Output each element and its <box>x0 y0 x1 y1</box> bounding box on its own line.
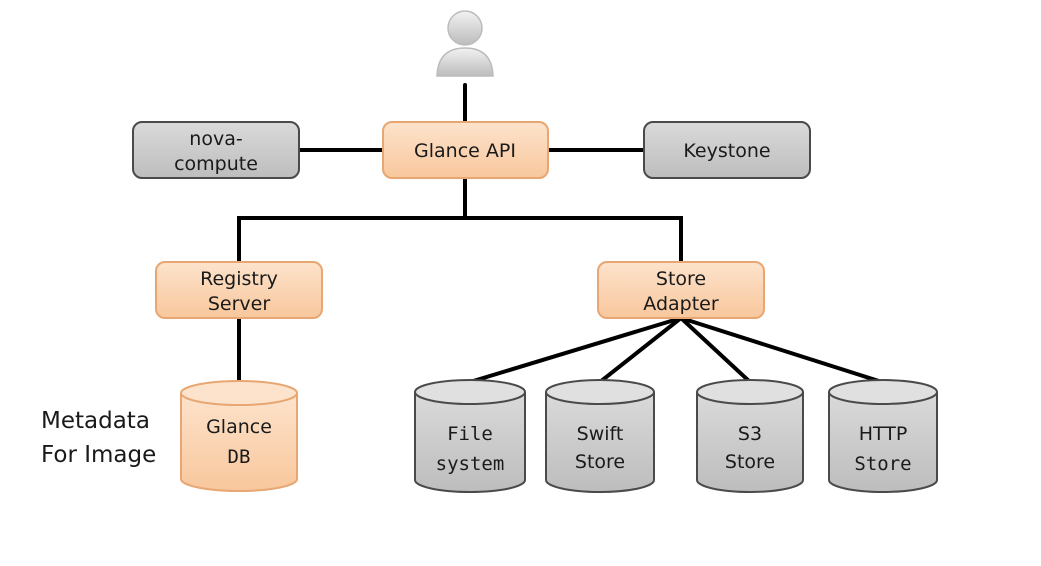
nova-compute-node: nova- compute <box>132 121 300 179</box>
glance-api-label: Glance API <box>414 140 516 162</box>
registry-branch-link <box>237 216 467 264</box>
glance-db-cylinder: Glance DB <box>180 380 298 492</box>
s3-store-cylinder: S3 Store <box>696 379 804 493</box>
registry-server-node: Registry Server <box>155 261 323 319</box>
adapter-to-s3-store-link <box>679 316 752 384</box>
file-system-cylinder: File system <box>414 379 526 493</box>
user-icon <box>436 10 494 77</box>
registry-server-label-line1: Registry <box>200 268 278 290</box>
adapter-to-swift-store-link <box>598 316 683 384</box>
store-adapter-node: Store Adapter <box>597 261 765 319</box>
keystone-label: Keystone <box>683 140 770 162</box>
glance-db-label-line1: Glance <box>206 416 272 438</box>
http-store-label-line2: Store <box>854 453 911 475</box>
store-adapter-label-line1: Store <box>656 268 706 290</box>
http-store-label-line1: HTTP <box>859 423 908 445</box>
swift-store-label-line1: Swift <box>577 423 624 445</box>
glance-db-label-line2: DB <box>228 446 251 468</box>
swift-store-cylinder: Swift Store <box>545 379 655 493</box>
adapter-to-http-store-link <box>679 316 884 384</box>
metadata-annotation-line1: Metadata <box>41 408 150 434</box>
store-adapter-label-line2: Adapter <box>643 293 719 315</box>
glance-api-node: Glance API <box>382 121 549 179</box>
metadata-annotation-line2: For Image <box>41 442 156 468</box>
file-system-label-line2: system <box>436 453 505 475</box>
keystone-node: Keystone <box>643 121 811 179</box>
swift-store-label-line2: Store <box>575 451 625 473</box>
store-adapter-branch-link <box>463 216 683 264</box>
file-system-label-line1: File <box>447 423 493 445</box>
s3-store-label-line1: S3 <box>738 423 762 445</box>
nova-compute-label-line1: nova- <box>189 128 242 150</box>
connectors <box>237 83 884 384</box>
http-store-cylinder: HTTP Store <box>828 379 938 493</box>
nova-compute-label-line2: compute <box>174 153 258 175</box>
s3-store-label-line2: Store <box>725 451 775 473</box>
metadata-annotation: Metadata For Image <box>41 408 156 468</box>
adapter-to-file-system-link <box>468 316 683 384</box>
registry-server-label-line2: Server <box>208 293 270 315</box>
